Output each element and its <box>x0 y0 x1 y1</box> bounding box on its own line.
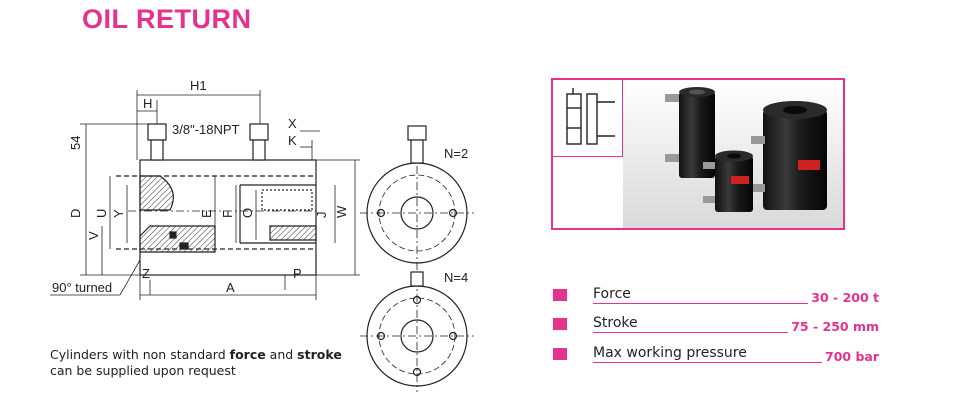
bullet-square-icon <box>553 318 567 330</box>
spec-label: Stroke <box>593 315 638 331</box>
dim-u: U <box>94 209 109 218</box>
spec-rule <box>593 303 879 304</box>
note-and: and <box>265 347 298 362</box>
custom-note: Cylinders with non standard force and st… <box>50 347 342 379</box>
spec-row-stroke: Stroke 75 - 250 mm <box>553 315 879 334</box>
dim-f: F <box>220 210 235 218</box>
dim-turned: 90° turned <box>52 280 112 295</box>
dim-d: D <box>68 209 83 218</box>
dimension-lines <box>50 90 360 300</box>
bullet-square-icon <box>553 348 567 360</box>
cylinder-symbol-icon <box>566 88 615 145</box>
spec-row-force: Force 30 - 200 t <box>553 286 879 305</box>
side-view <box>116 123 317 276</box>
spec-label: Force <box>593 286 631 302</box>
dim-z: Z <box>142 266 150 281</box>
dim-h: H <box>143 96 152 111</box>
spec-rule <box>593 362 879 363</box>
dim-x: X <box>288 116 297 131</box>
end-view-n4 <box>360 271 474 392</box>
dim-j: J <box>314 212 329 219</box>
dim-p: P <box>293 266 302 281</box>
note-force: force <box>229 347 266 362</box>
bullet-square-icon <box>553 289 567 301</box>
dim-o: O <box>240 208 255 218</box>
spec-value: 700 bar <box>822 349 879 364</box>
dim-y: Y <box>111 209 126 218</box>
spec-label: Max working pressure <box>593 345 747 361</box>
spec-rule <box>593 332 879 333</box>
end-view-n2-label: N=2 <box>444 146 468 161</box>
end-view-n2 <box>360 125 474 270</box>
dim-54: 54 <box>68 136 83 150</box>
spec-value: 75 - 250 mm <box>788 319 879 334</box>
dim-w: W <box>334 205 349 218</box>
dim-h1: H1 <box>190 78 207 93</box>
end-view-n4-label: N=4 <box>444 270 468 285</box>
spec-value: 30 - 200 t <box>808 290 879 305</box>
spec-row-pressure: Max working pressure 700 bar <box>553 345 879 364</box>
dim-e: E <box>199 209 214 218</box>
dim-k: K <box>288 133 297 148</box>
dim-a: A <box>226 280 235 295</box>
product-photo <box>623 80 843 228</box>
hydraulic-symbol <box>553 80 623 157</box>
note-stroke: stroke <box>297 347 342 362</box>
note-text-line2: can be supplied upon request <box>50 363 236 378</box>
page-title: OIL RETURN <box>82 4 252 34</box>
dim-port: 3/8"-18NPT <box>172 122 240 137</box>
note-text: Cylinders with non standard <box>50 347 230 362</box>
dim-v: V <box>86 231 101 240</box>
